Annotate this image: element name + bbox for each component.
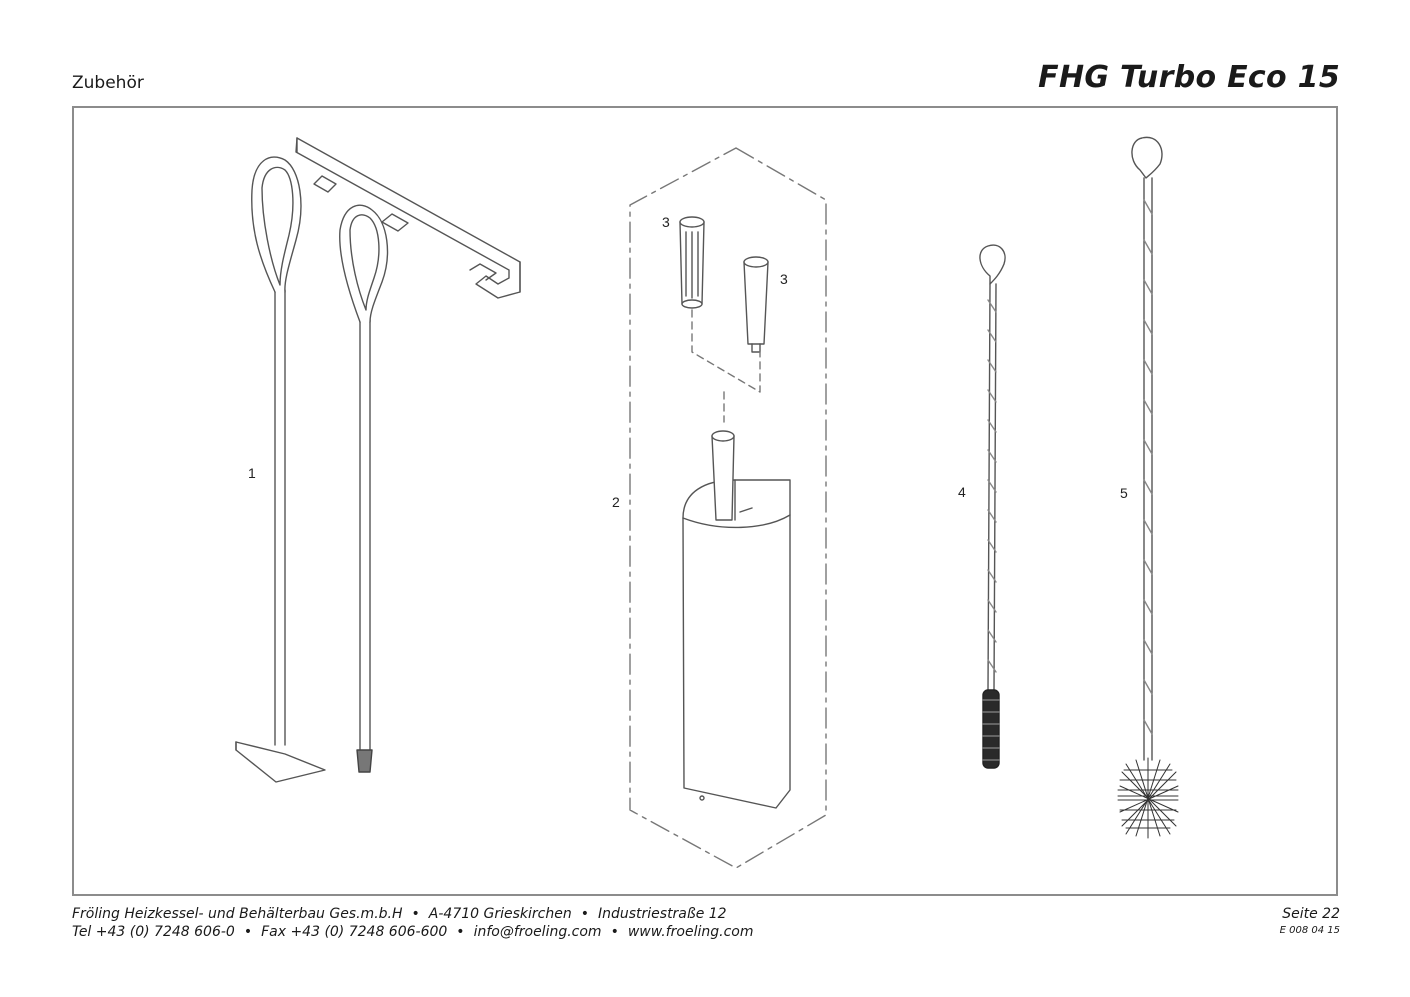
label-part-3a: 3 <box>662 214 670 230</box>
handle-ribbed <box>679 216 705 309</box>
fax: Fax +43 (0) 7248 606-600 <box>261 924 448 940</box>
label-part-4: 4 <box>958 484 966 500</box>
email-link[interactable]: info@froeling.com <box>473 924 602 940</box>
address-street: Industriestraße 12 <box>597 906 727 922</box>
label-part-2: 2 <box>612 494 620 510</box>
page-number: Seite 22 <box>1282 906 1340 922</box>
label-part-1: 1 <box>248 465 256 481</box>
company-name: Fröling Heizkessel- und Behälterbau Ges.… <box>72 906 403 922</box>
product-title: FHG Turbo Eco 15 <box>1038 60 1340 95</box>
phone: Tel +43 (0) 7248 606-0 <box>72 924 235 940</box>
drawing-frame <box>72 106 1338 896</box>
footer-line-contact: Tel +43 (0) 7248 606-0•Fax +43 (0) 7248 … <box>72 924 754 940</box>
website-link[interactable]: www.froeling.com <box>627 924 754 940</box>
section-title: Zubehör <box>72 73 144 93</box>
brush-holder <box>682 430 791 809</box>
address-city: A-4710 Grieskirchen <box>428 906 572 922</box>
label-part-3b: 3 <box>780 271 788 287</box>
footer-page-info: Seite 22 E 008 04 15 <box>1280 905 1340 939</box>
handle-tapered <box>743 256 769 353</box>
label-part-5: 5 <box>1120 485 1128 501</box>
cleaning-brush-large <box>1117 136 1179 839</box>
document-code: E 008 04 15 <box>1279 925 1340 936</box>
wall-bracket <box>295 137 521 299</box>
scraper-brush-tool <box>339 204 389 773</box>
scraper-poker <box>235 156 326 783</box>
footer-line-address: Fröling Heizkessel- und Behälterbau Ges.… <box>72 906 727 922</box>
cleaning-brush-small <box>979 244 1006 769</box>
footer-contact: Fröling Heizkessel- und Behälterbau Ges.… <box>72 905 754 941</box>
